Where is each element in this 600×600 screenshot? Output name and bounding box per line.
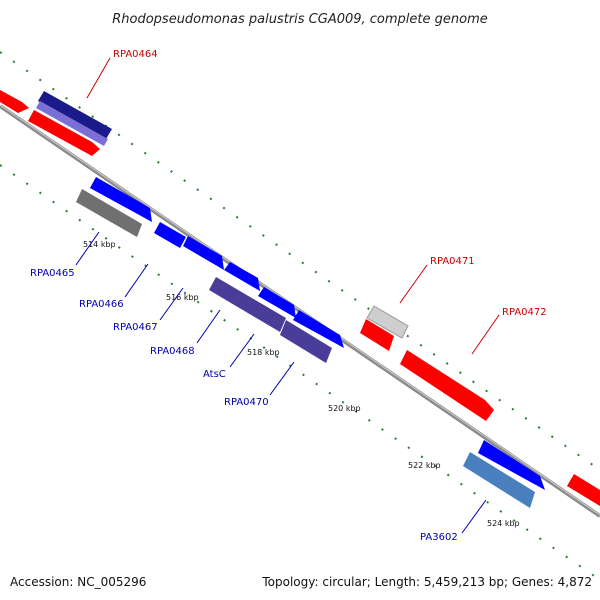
inner-tick-guide — [0, 164, 600, 581]
label-rpa0465[interactable]: RPA0465 — [30, 268, 75, 279]
gene-edge-red[interactable] — [567, 474, 600, 506]
tick-guides — [0, 51, 600, 581]
label-rpa0467[interactable]: RPA0467 — [113, 322, 158, 333]
tick-label-518: 518 kbp — [247, 348, 280, 357]
gene-blue-3[interactable] — [183, 236, 224, 270]
leader-lines — [75, 57, 500, 534]
tick-label-516: 516 kbp — [166, 293, 199, 302]
tick-label-522: 522 kbp — [408, 461, 441, 470]
gene-purple-1[interactable] — [209, 277, 286, 332]
gene-navy[interactable] — [38, 91, 112, 139]
tick-labels: 514 kbp 516 kbp 518 kbp 520 kbp 522 kbp … — [83, 240, 520, 528]
gene-rpa0464-body[interactable] — [28, 110, 100, 156]
label-rpa0464[interactable]: RPA0464 — [113, 49, 158, 60]
gene-labels: RPA0464 RPA0471 RPA0472 RPA0465 RPA0466 … — [30, 49, 547, 543]
leader-rpa0470 — [269, 361, 295, 396]
leader-rpa0465 — [75, 231, 100, 266]
tick-label-520: 520 kbp — [328, 404, 361, 413]
gene-lavender[interactable] — [36, 101, 108, 146]
leader-rpa0468 — [196, 309, 221, 344]
outer-tick-guide — [0, 51, 600, 471]
backbone-highlight — [0, 104, 600, 516]
gene-blue-5[interactable] — [258, 287, 296, 318]
label-atsc[interactable]: AtsC — [203, 369, 226, 380]
inner-genes — [76, 189, 535, 508]
leader-pa3602 — [461, 499, 487, 534]
leader-rpa0471 — [399, 264, 428, 304]
leader-rpa0472 — [471, 314, 500, 355]
gene-light-gray[interactable] — [366, 305, 409, 339]
upper-gene-stack — [36, 91, 409, 339]
label-pa3602[interactable]: PA3602 — [420, 532, 458, 543]
tick-label-514: 514 kbp — [83, 240, 116, 249]
leader-atsc — [229, 333, 255, 368]
forward-genes — [0, 90, 600, 506]
gene-rpa0471-body[interactable] — [360, 319, 394, 351]
leader-rpa0466 — [124, 263, 149, 298]
label-rpa0472[interactable]: RPA0472 — [502, 307, 547, 318]
label-rpa0468[interactable]: RPA0468 — [150, 346, 195, 357]
gene-blue-1[interactable] — [90, 177, 152, 222]
gene-purple-2[interactable] — [280, 320, 332, 363]
label-rpa0471[interactable]: RPA0471 — [430, 256, 475, 267]
accession-text: Accession: NC_005296 — [10, 575, 146, 589]
leader-rpa0464 — [86, 57, 111, 99]
gene-rpa0472-body[interactable] — [400, 350, 494, 421]
label-rpa0466[interactable]: RPA0466 — [79, 299, 124, 310]
gene-blue-4[interactable] — [224, 262, 260, 291]
leader-rpa0467 — [159, 287, 184, 321]
label-rpa0470[interactable]: RPA0470 — [224, 397, 269, 408]
gene-steel[interactable] — [463, 452, 535, 508]
gene-rpa0464-arrow[interactable] — [0, 90, 29, 113]
reverse-genes — [90, 177, 545, 490]
gene-gray[interactable] — [76, 189, 142, 237]
topology-summary: Topology: circular; Length: 5,459,213 bp… — [261, 575, 592, 589]
gene-blue-7[interactable] — [478, 440, 545, 490]
tick-label-524: 524 kbp — [487, 519, 520, 528]
map-title: Rhodopseudomonas palustris CGA009, compl… — [112, 12, 488, 27]
gene-blue-2[interactable] — [154, 222, 186, 248]
gene-blue-6[interactable] — [293, 310, 344, 348]
